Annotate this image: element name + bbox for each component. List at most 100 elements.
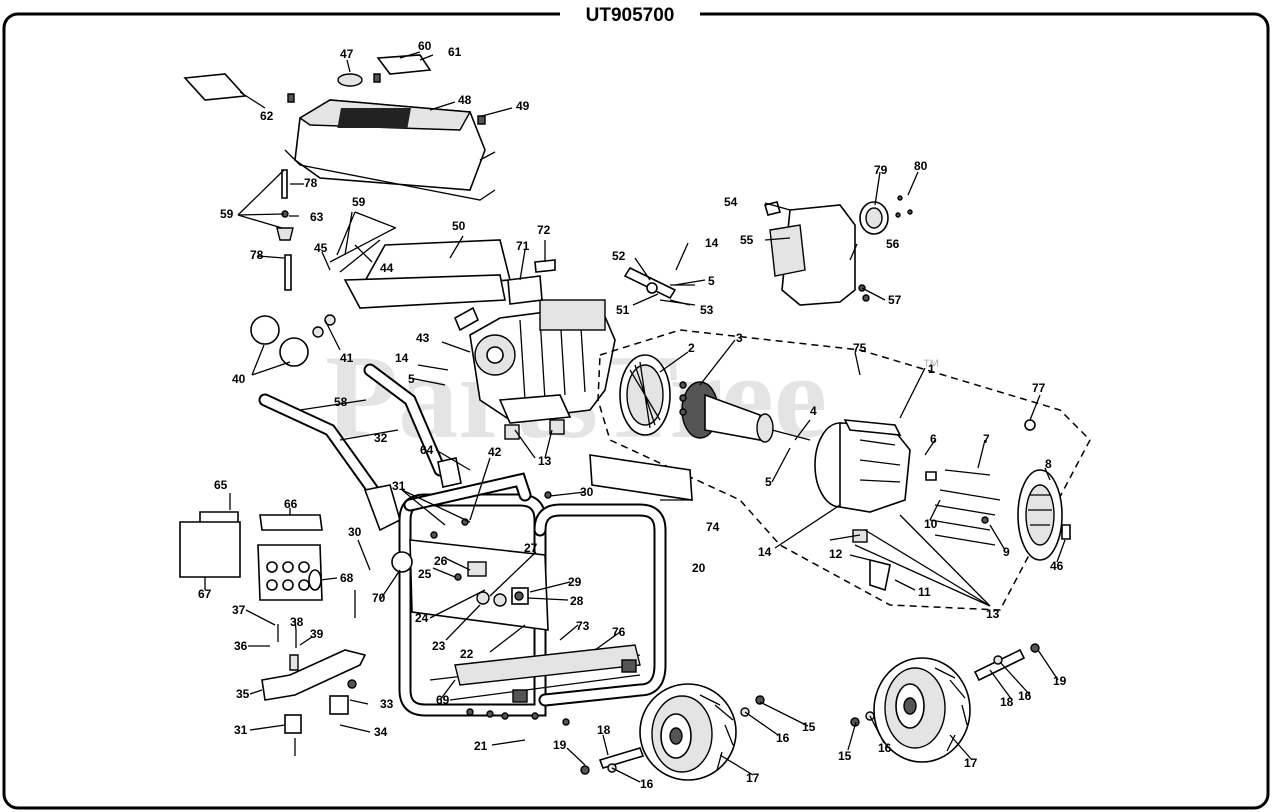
callout-65: 65 bbox=[214, 478, 228, 492]
callout-62: 62 bbox=[260, 109, 274, 123]
clamps bbox=[250, 314, 336, 367]
alternator-stator bbox=[619, 354, 671, 436]
callout-51: 51 bbox=[616, 303, 630, 317]
callout-30-b: 30 bbox=[348, 525, 362, 539]
control-panel bbox=[409, 539, 549, 631]
decals-left bbox=[179, 511, 323, 601]
callout-67: 67 bbox=[198, 587, 212, 601]
callout-31-b: 31 bbox=[234, 723, 248, 737]
callout-18-b: 18 bbox=[1000, 695, 1014, 709]
callout-19-a: 19 bbox=[553, 738, 567, 752]
callout-43: 43 bbox=[416, 331, 430, 345]
brackets-upper bbox=[507, 259, 696, 306]
diagram-title: UT905700 bbox=[586, 5, 675, 26]
alternator-group-outline bbox=[597, 329, 1091, 611]
callout-1: 1 bbox=[928, 362, 935, 376]
callout-41: 41 bbox=[340, 351, 354, 365]
callout-63: 63 bbox=[310, 210, 324, 224]
callout-76: 76 bbox=[612, 625, 626, 639]
callout-57: 57 bbox=[888, 293, 902, 307]
callout-26: 26 bbox=[434, 554, 448, 568]
callout-18-a: 18 bbox=[597, 723, 611, 737]
muffler bbox=[763, 195, 913, 306]
callout-4: 4 bbox=[810, 404, 817, 418]
callout-14-a: 14 bbox=[705, 236, 719, 250]
title-backdrop bbox=[560, 2, 700, 28]
callout-61: 61 bbox=[448, 45, 462, 59]
callout-54: 54 bbox=[724, 195, 738, 209]
callout-75: 75 bbox=[853, 341, 867, 355]
callout-17-a: 17 bbox=[746, 771, 760, 785]
callout-9: 9 bbox=[1003, 545, 1010, 559]
callout-74: 74 bbox=[706, 520, 720, 534]
callout-19-b: 19 bbox=[1053, 674, 1067, 688]
callout-27: 27 bbox=[524, 541, 538, 555]
callout-52: 52 bbox=[612, 249, 626, 263]
engine bbox=[453, 299, 616, 424]
callout-66: 66 bbox=[284, 497, 298, 511]
fuel-line-filter bbox=[276, 169, 294, 291]
callout-37: 37 bbox=[232, 603, 246, 617]
callout-34: 34 bbox=[374, 725, 388, 739]
callout-5-b: 5 bbox=[408, 372, 415, 386]
callout-79: 79 bbox=[874, 163, 888, 177]
alternator-mounts bbox=[852, 529, 891, 592]
wheel-left bbox=[639, 683, 737, 781]
through-bolts bbox=[929, 469, 1001, 546]
callout-6: 6 bbox=[930, 432, 937, 446]
trademark-mark: ™ bbox=[922, 356, 940, 376]
callout-14-c: 14 bbox=[758, 545, 772, 559]
alternator-rotor bbox=[679, 381, 811, 443]
callout-73: 73 bbox=[576, 619, 590, 633]
callout-69: 69 bbox=[436, 693, 450, 707]
callout-16-a: 16 bbox=[776, 731, 790, 745]
callout-14-b: 14 bbox=[395, 351, 409, 365]
callout-10: 10 bbox=[924, 517, 938, 531]
callout-24: 24 bbox=[415, 611, 429, 625]
leader-lines bbox=[204, 51, 1066, 783]
engine-mounts bbox=[504, 419, 565, 440]
callout-49: 49 bbox=[516, 99, 530, 113]
callout-80: 80 bbox=[914, 159, 928, 173]
callout-39: 39 bbox=[310, 627, 324, 641]
fuel-shutoff-bar bbox=[589, 454, 693, 501]
callout-59-a: 59 bbox=[220, 207, 234, 221]
callout-36: 36 bbox=[234, 639, 248, 653]
callout-40: 40 bbox=[232, 372, 246, 386]
callout-5-a: 5 bbox=[708, 274, 715, 288]
callout-53: 53 bbox=[700, 303, 714, 317]
callout-72: 72 bbox=[537, 223, 551, 237]
callout-13-a: 13 bbox=[538, 454, 552, 468]
callout-11: 11 bbox=[918, 585, 931, 599]
callout-35: 35 bbox=[236, 687, 250, 701]
callout-77: 77 bbox=[1032, 381, 1046, 395]
callout-7: 7 bbox=[983, 432, 990, 446]
callout-33: 33 bbox=[380, 697, 394, 711]
callout-12: 12 bbox=[829, 547, 843, 561]
callout-20: 20 bbox=[692, 561, 706, 575]
callout-3: 3 bbox=[736, 331, 743, 345]
callout-56: 56 bbox=[886, 237, 900, 251]
main-frame bbox=[398, 472, 667, 717]
callout-70: 70 bbox=[372, 591, 386, 605]
callout-45: 45 bbox=[314, 241, 328, 255]
callout-15-b: 15 bbox=[838, 749, 852, 763]
callout-60: 60 bbox=[418, 39, 432, 53]
callout-2: 2 bbox=[688, 341, 695, 355]
callout-44: 44 bbox=[380, 261, 394, 275]
callout-28: 28 bbox=[570, 594, 584, 608]
callout-16-b: 16 bbox=[640, 777, 654, 791]
support-bracket bbox=[261, 590, 367, 756]
callout-31-a: 31 bbox=[392, 479, 406, 493]
callout-38: 38 bbox=[290, 615, 304, 629]
callout-22: 22 bbox=[460, 647, 474, 661]
heat-shield bbox=[329, 227, 512, 309]
callout-16-c: 16 bbox=[878, 741, 892, 755]
callout-25: 25 bbox=[418, 567, 432, 581]
callout-78-a: 78 bbox=[304, 176, 318, 190]
callout-50: 50 bbox=[452, 219, 466, 233]
callout-15-a: 15 bbox=[802, 720, 816, 734]
callout-5-c: 5 bbox=[765, 475, 772, 489]
handle-tubes bbox=[258, 363, 462, 532]
